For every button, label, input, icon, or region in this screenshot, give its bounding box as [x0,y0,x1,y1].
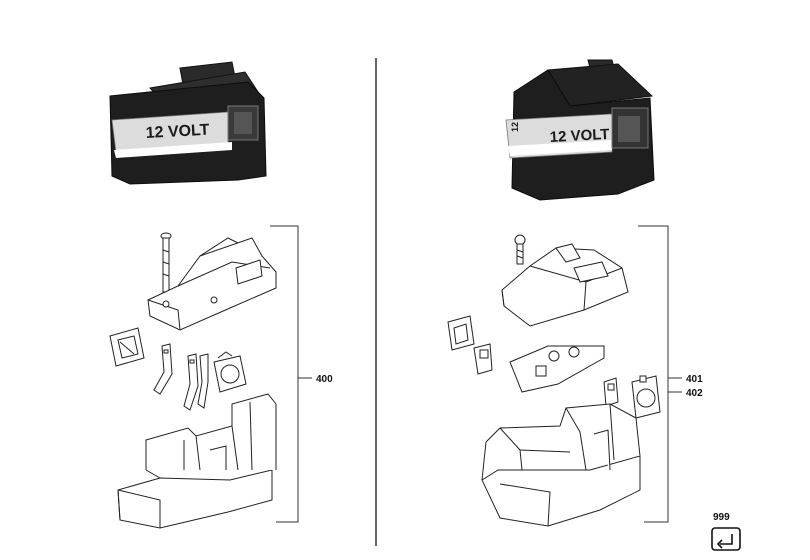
right-callout-bracket [638,225,682,523]
callout-402: 402 [686,388,703,399]
left-exploded-parts [109,232,277,529]
right-top-cover [501,243,629,327]
left-contact-plate [109,327,145,367]
left-screw [160,232,172,293]
right-circuit-plate [509,345,605,393]
callout-999: 999 [713,512,730,523]
callout-400: 400 [316,374,333,385]
right-contact-plate [447,315,493,375]
left-sensor [213,351,247,393]
return-arrow-icon [711,527,741,551]
left-battery-pack: 12 VOLT [109,61,267,185]
right-battery-label: 12 VOLT [549,126,610,146]
left-terminals [153,343,209,411]
right-screw [514,234,526,265]
callout-401: 401 [686,374,703,385]
left-top-cover [147,237,277,331]
right-exploded-parts [447,234,661,527]
right-battery-pack: 12 12 VOLT [505,59,655,201]
right-bottom-housing [481,403,641,527]
right-battery-side-mark: 12 [510,122,520,132]
right-terminal [603,377,619,407]
right-sensor [631,375,661,419]
left-callout-bracket [270,225,312,523]
left-battery-label: 12 VOLT [145,122,210,142]
left-bottom-housing [117,393,277,529]
